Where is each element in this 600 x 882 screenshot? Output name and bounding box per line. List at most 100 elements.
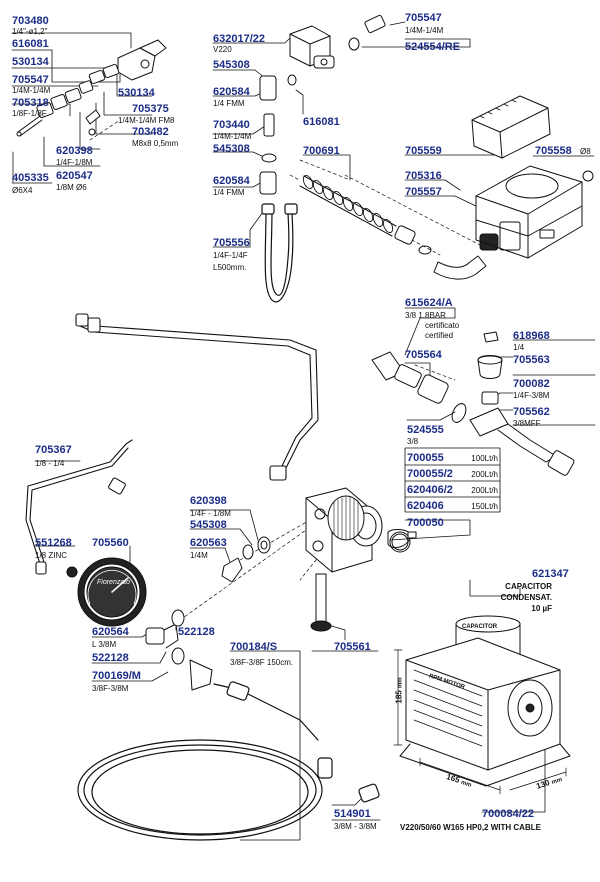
part-desc-703482: M8x8 0,5mm: [132, 139, 179, 148]
motor-dim-height-unit: mm: [397, 677, 404, 689]
leader-lines: [11, 21, 596, 841]
part-number-551268: 551268: [35, 537, 72, 549]
part-number-618968: 618968: [513, 330, 550, 342]
part-desc-705556-b: L500mm.: [213, 263, 247, 272]
part-number-700084: 700084/22: [482, 808, 534, 820]
hose-705556: [261, 203, 298, 303]
part-number-705561: 705561: [334, 641, 371, 653]
part-desc-405335: Ø6X4: [12, 186, 33, 195]
valve-option-flow: 200Lt/h: [471, 470, 498, 479]
part-desc-705556-a: 1/4F-1/4F: [213, 251, 248, 260]
part-number-703482: 703482: [132, 126, 169, 138]
part-number-405335: 405335: [12, 172, 49, 184]
part-desc-705375: 1/4M-1/4M FM8: [118, 116, 175, 125]
part-number-620398-b: 620398: [190, 495, 227, 507]
part-number-700169: 700169/M: [92, 670, 141, 682]
capacitor-label: CAPACITOR: [505, 582, 552, 591]
part-number-530134: 530134: [12, 56, 49, 68]
part-number-700050: 700050: [407, 517, 444, 529]
motor-dim-height-value: 185: [394, 690, 404, 704]
part-number-700691: 700691: [303, 145, 340, 157]
control-board-705559: [471, 95, 594, 182]
part-number-620547: 620547: [56, 170, 93, 182]
part-number-620563: 620563: [190, 537, 227, 549]
part-desc-705562: 3/8MFF: [513, 419, 541, 428]
valve-option-number: 700055/2: [407, 468, 453, 480]
part-number-705375: 705375: [132, 103, 169, 115]
part-desc-632017: V220: [213, 45, 232, 54]
part-number-615624: 615624/A: [405, 297, 453, 309]
part-desc-703440: 1/4M-1/4M: [213, 132, 252, 141]
part-desc-705547: 1/4M-1/4M: [12, 86, 51, 95]
part-number-705558: 705558: [535, 145, 572, 157]
part-number-632017: 632017/22: [213, 33, 265, 45]
part-desc-620584-b: 1/4 FMM: [213, 188, 245, 197]
pressure-gauge-705560: [77, 557, 147, 627]
small-fittings-middle: [145, 536, 271, 691]
part-number-705563: 705563: [513, 354, 550, 366]
part-number-705564: 705564: [405, 349, 442, 361]
part-desc-524555: 3/8: [407, 437, 419, 446]
part-number-545308-c: 545308: [190, 519, 227, 531]
part-desc-620584: 1/4 FMM: [213, 99, 245, 108]
part-number-522128-b: 522128: [92, 652, 129, 664]
pump-705561: [305, 487, 411, 632]
clamp-700050: [389, 531, 417, 553]
part-number-620564: 620564: [92, 626, 129, 638]
valve-option-flow: 150Lt/h: [471, 502, 498, 511]
part-number-545308-b: 545308: [213, 143, 250, 155]
pipes-705367: [25, 313, 319, 578]
part-desc-620398-b: 1/4F - 1/8M: [190, 509, 231, 518]
part-desc-615624: 3/8 1.8BAR: [405, 311, 446, 320]
solenoid-valve: [259, 14, 386, 195]
part-desc-620547: 1/8M Ø6: [56, 183, 87, 192]
capacitor-value: 10 µF: [531, 604, 552, 613]
corrugated-hose-700691: [299, 174, 499, 280]
part-number-522128: 522128: [178, 626, 215, 638]
gauge-brand: Fiorenzato: [97, 579, 131, 586]
part-number-530134-b: 530134: [118, 87, 155, 99]
part-desc-700082: 1/4F-3/8M: [513, 391, 550, 400]
top-left-fittings: [16, 39, 167, 137]
part-number-700184: 700184/S: [230, 641, 278, 653]
part-desc-618968: 1/4: [513, 343, 525, 352]
capacitor-body-label: CAPACITOR: [462, 624, 498, 630]
valve-option-number: 700055: [407, 452, 444, 464]
part-number-705560: 705560: [92, 537, 129, 549]
part-number-703480: 703480: [12, 15, 49, 27]
valve-option-number: 620406/2: [407, 484, 453, 496]
part-number-700082: 700082: [513, 378, 550, 390]
part-number-514901: 514901: [334, 808, 371, 820]
note-certificato: certificato: [425, 321, 460, 330]
note-certified: certified: [425, 331, 454, 340]
part-desc-700084: V220/50/60 W165 HP0,2 WITH CABLE: [400, 823, 541, 832]
part-number-705556: 705556: [213, 237, 250, 249]
part-desc-620398: 1/4F-1/8M: [56, 158, 93, 167]
part-desc-705558: Ø8: [580, 147, 591, 156]
hose-700184: [77, 681, 380, 841]
part-number-703440: 703440: [213, 119, 250, 131]
part-number-705318: 705318: [12, 97, 49, 109]
part-desc-620563: 1/4M: [190, 551, 208, 560]
part-desc-705318: 1/8F-1/8F: [12, 109, 47, 118]
part-number-705547: 705547: [12, 74, 49, 86]
part-number-620398: 620398: [56, 145, 93, 157]
part-number-616081-b: 616081: [303, 116, 340, 128]
part-number-620584-b: 620584: [213, 175, 250, 187]
valve-option-number: 620406: [407, 500, 444, 512]
valve-option-flow: 100Lt/h: [471, 454, 498, 463]
part-desc-514901: 3/8M - 3/8M: [334, 822, 377, 831]
motor-dim-height: 185 mm: [395, 677, 404, 703]
part-number-616081: 616081: [12, 38, 49, 50]
part-number-621347: 621347: [532, 568, 569, 580]
part-number-545308: 545308: [213, 59, 250, 71]
part-number-524555: 524555: [407, 424, 444, 436]
part-desc-705547-b: 1/4M-1/4M: [405, 26, 444, 35]
capacitor-label-it: CONDENSAT.: [500, 593, 552, 602]
part-number-705547-b: 705547: [405, 12, 442, 24]
part-number-705559: 705559: [405, 145, 442, 157]
part-desc-700169: 3/8F-3/8M: [92, 684, 129, 693]
water-tank-705557: [475, 165, 583, 259]
